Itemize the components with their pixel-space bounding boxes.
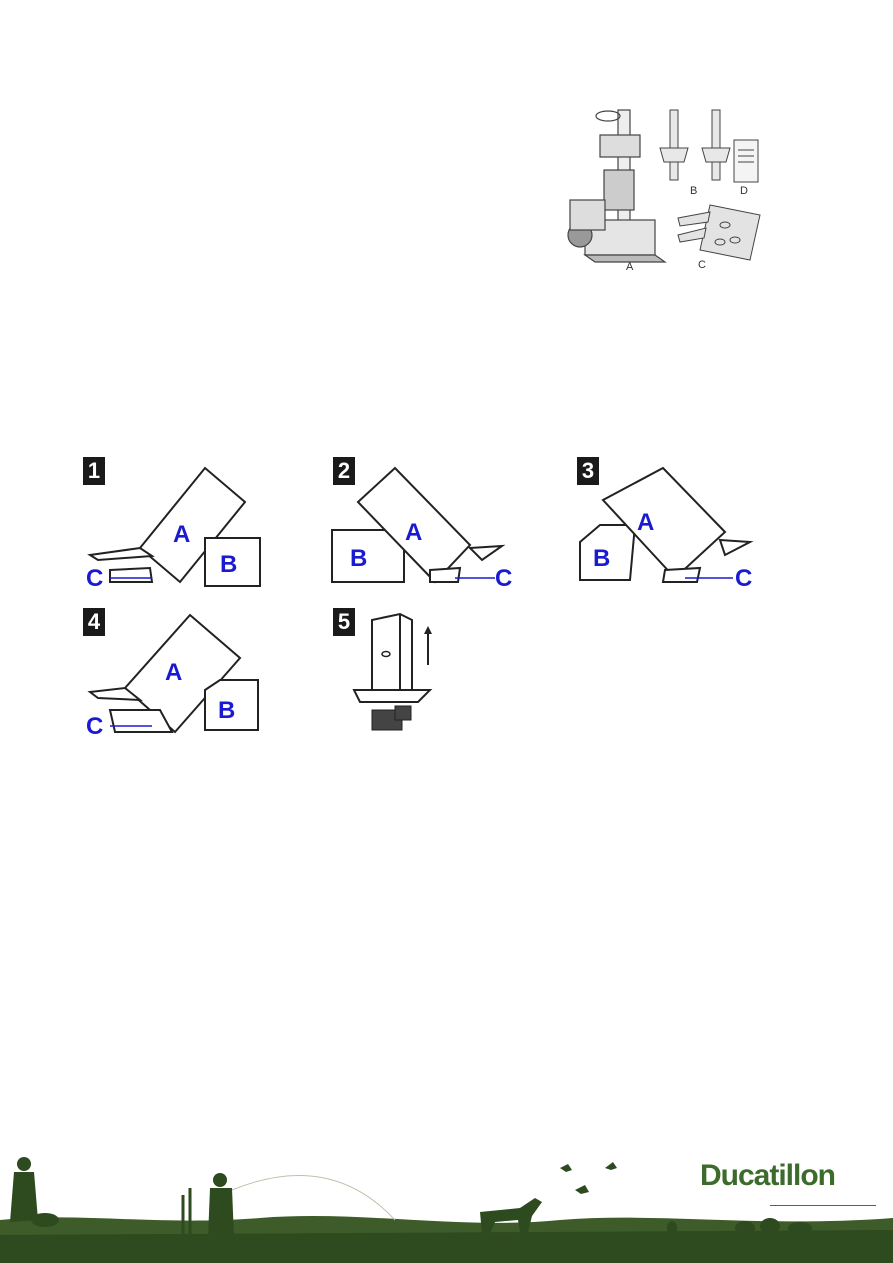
part-label-d: D [740,185,748,197]
step-1-label-b: B [220,551,237,578]
step-5-diagram [340,610,450,740]
part-label-c: C [698,259,706,271]
lift-arrow-icon [424,626,432,634]
parts-illustration: A B C D [560,100,770,272]
log-splitter-drawing [568,110,665,262]
step-2-label-b: B [350,545,367,572]
step-3-label-c: C [735,565,752,590]
step-3-diagram: A B C [575,460,765,590]
manual-drawing [734,140,758,182]
support-legs-drawing [660,110,730,180]
step-3-label-b: B [593,545,610,572]
step-1-label-c: C [86,565,103,590]
step-1-diagram: A B C [80,460,270,590]
brand-logo-text: Ducatillon [700,1158,880,1194]
step-2-label-c: C [495,565,512,590]
part-label-a: A [626,261,634,272]
step-2-label-a: A [405,519,422,546]
brand-underline [770,1205,876,1206]
step-4-label-a: A [165,659,182,686]
hunter-silhouette [10,1157,59,1227]
base-plate-drawing [678,205,760,260]
step-4-diagram: A B C [80,610,270,740]
birds-silhouette [560,1162,617,1194]
fishing-line [232,1175,395,1220]
step-4-label-b: B [218,697,235,724]
part-label-b: B [690,185,697,197]
step-4-label-c: C [86,713,103,740]
step-1-label-a: A [173,521,190,548]
fisherman-silhouette [208,1173,234,1238]
log-splitter-engine [372,706,411,730]
step-3-label-a: A [637,509,654,536]
step-2-diagram: A B C [330,460,520,590]
